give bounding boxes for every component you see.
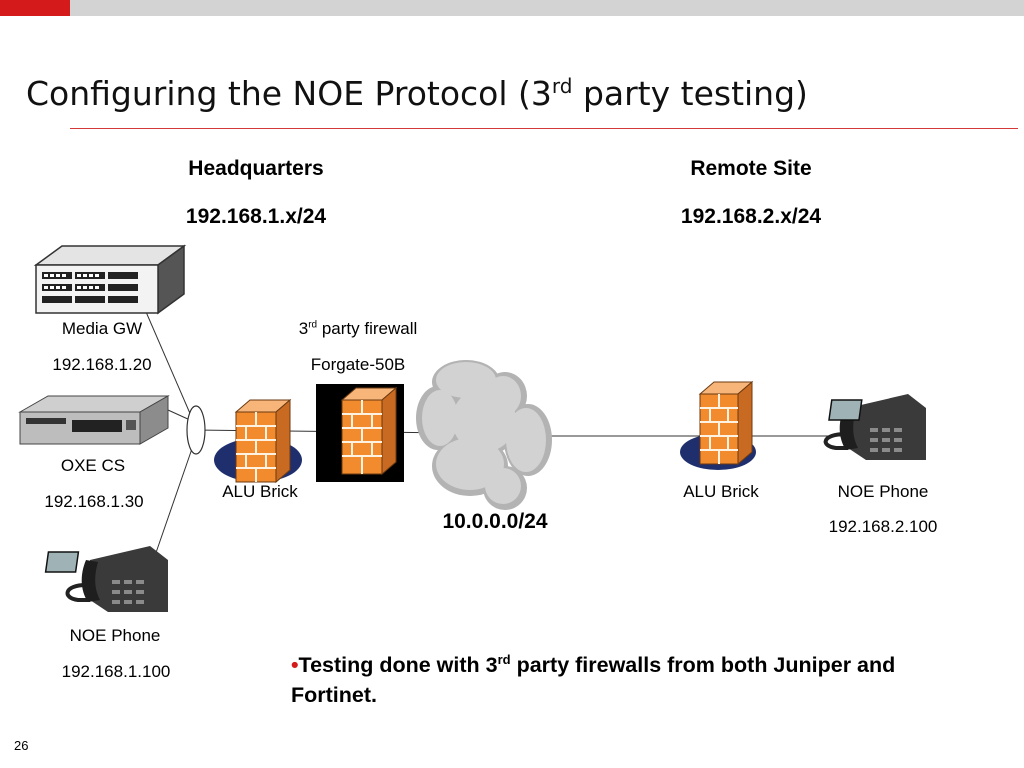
top-bar-accent (0, 0, 70, 16)
testing-note: •Testing done with 3rd party firewalls f… (291, 645, 981, 710)
third-party-firewall-label-pre: 3 (298, 319, 309, 338)
third-party-firewall-label-sup: rd (308, 319, 318, 331)
remote-firewall-icon (680, 380, 756, 470)
media-gw-label: Media GW (61, 319, 143, 338)
oxe-cs-label: OXE CS (60, 456, 126, 475)
desk-phone-icon (44, 546, 168, 612)
slide-title-superscript: rd (551, 74, 573, 98)
hq-phone-label: NOE Phone (69, 626, 161, 645)
hq-site-name: Headquarters (188, 157, 324, 180)
slide-title-text: Configuring the NOE Protocol (3 (26, 74, 552, 113)
link-hub-phone (149, 439, 196, 571)
oxe-cs-ip: 192.168.1.30 (44, 492, 144, 511)
top-bar (0, 0, 1024, 16)
hq-brick-label: ALU Brick (222, 482, 298, 501)
cloud-icon (416, 360, 552, 510)
remote-desk-phone-icon (823, 394, 926, 460)
link-hub-mediagw (139, 297, 196, 426)
title-divider (70, 128, 1018, 129)
wan-subnet-label: 10.0.0.0/24 (442, 510, 548, 533)
firewall-icon (214, 398, 302, 484)
hq-phone-ip: 192.168.1.100 (61, 662, 171, 681)
note-text-pre: Testing done with 3 (298, 653, 498, 678)
note-bullet: • (291, 653, 299, 678)
remote-site-subnet: 192.168.2.x/24 (680, 205, 822, 228)
slide-title-rest: party testing) (572, 74, 808, 113)
media-gateway-icon (33, 244, 187, 315)
third-party-firewall-model: Forgate-50B (310, 355, 406, 374)
slide-title: Configuring the NOE Protocol (3rd party … (26, 74, 808, 113)
server-icon (18, 395, 170, 445)
link-hub-oxecs (167, 409, 191, 421)
remote-brick-label: ALU Brick (683, 482, 759, 501)
note-text-sup: rd (497, 652, 511, 667)
slide-number: 26 (14, 738, 29, 753)
third-party-firewall-label-post: party firewall (317, 319, 418, 338)
remote-site-name: Remote Site (690, 157, 812, 180)
third-party-firewall-icon (316, 384, 404, 482)
hq-site-subnet: 192.168.1.x/24 (185, 205, 327, 228)
remote-phone-label: NOE Phone (837, 482, 929, 501)
remote-phone-ip: 192.168.2.100 (828, 517, 938, 536)
third-party-firewall-label: 3rd party firewall (299, 319, 418, 339)
hub-icon (186, 405, 206, 455)
media-gw-ip: 192.168.1.20 (52, 355, 152, 374)
note-text-post: party firewalls from both Juniper and Fo… (291, 653, 896, 708)
